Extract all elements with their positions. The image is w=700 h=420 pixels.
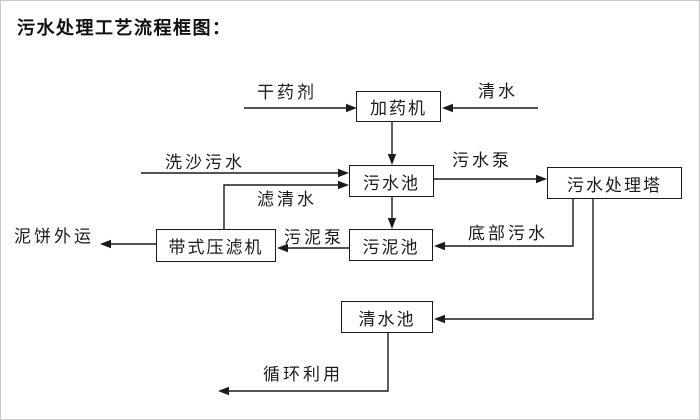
arrowhead-clean-water-to-dosing [442, 103, 453, 113]
label-mud-cake-out: 泥饼外运 [14, 227, 94, 246]
arrowhead-filtered-water-to-sewage-pool [338, 180, 349, 190]
node-sludge-pool: 污泥池 [349, 229, 433, 261]
label-sand-washing-sewage: 洗沙污水 [165, 153, 245, 172]
node-clean-water-pool: 清水池 [341, 301, 433, 333]
arrowhead-sewage-pool-to-sludge-pool [387, 218, 397, 229]
arrowhead-dosing-to-sewage-pool [387, 154, 397, 165]
label-dry-chemical: 干药剂 [257, 83, 317, 102]
label-bottom-sewage: 底部污水 [468, 224, 548, 243]
arrowhead-filter-press-to-mud-cake-out [100, 239, 111, 249]
arrowhead-bottom-sewage-to-sludge-pool [434, 241, 445, 251]
label-recycle-use: 循环利用 [263, 365, 343, 384]
node-belt-filter-press: 带式压滤机 [156, 229, 276, 262]
label-sludge-pump: 污泥泵 [284, 228, 344, 247]
arrowhead-sand-washing-to-sewage-pool [338, 168, 349, 178]
label-filtered-water: 滤清水 [257, 190, 317, 209]
edge-tower-to-clean-water-pool [445, 199, 594, 320]
node-sewage-pool: 污水池 [349, 165, 434, 197]
label-clean-water: 清水 [478, 82, 518, 101]
node-dosing-machine: 加药机 [356, 91, 441, 122]
node-sewage-treatment-tower: 污水处理塔 [547, 167, 682, 199]
page-title: 污水处理工艺流程框图： [17, 18, 232, 38]
arrowhead-tower-to-clean-water-pool [434, 314, 445, 324]
arrowhead-sewage-pump-to-tower [536, 174, 547, 184]
label-sewage-pump: 污水泵 [452, 151, 512, 170]
arrowhead-clean-water-pool-to-recycle [218, 386, 229, 396]
